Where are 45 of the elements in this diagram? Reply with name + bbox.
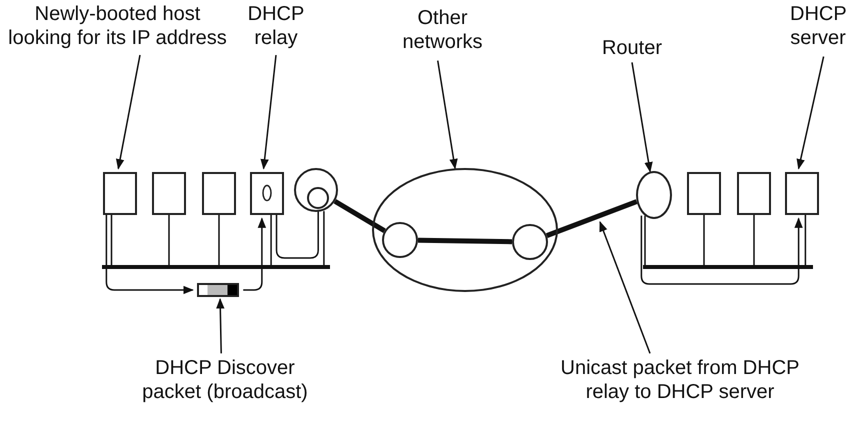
networks-caption: Other networks [395, 6, 490, 58]
leader-line [216, 298, 224, 354]
connection-line [218, 215, 220, 265]
network-bus [643, 265, 813, 269]
host-box [687, 172, 721, 215]
packet-symbol [197, 283, 239, 297]
router-caption: Router [598, 36, 666, 60]
relay-caption: DHCP relay [245, 2, 307, 54]
leader-line [796, 56, 824, 170]
connection-line [110, 215, 112, 265]
network-cloud-ellipse [372, 168, 558, 292]
connection-line [276, 210, 319, 259]
arrow [640, 216, 803, 285]
server-box [785, 172, 819, 215]
server-caption: DHCP server [790, 2, 846, 54]
network-bus [102, 265, 330, 269]
leader-line [599, 221, 651, 354]
discover-caption: DHCP Discover packet (broadcast) [130, 356, 320, 408]
leader-line [260, 54, 277, 170]
connection-line [703, 215, 705, 265]
host-box [737, 172, 771, 215]
router-circle [382, 222, 418, 258]
relay-box [250, 172, 284, 215]
host-box [103, 172, 137, 215]
router-circle [512, 224, 548, 260]
unicast-caption: Unicast packet from DHCP relay to DHCP server [555, 356, 805, 408]
host-box [202, 172, 236, 215]
connection-line [753, 215, 755, 265]
router-circle [636, 171, 672, 219]
host-box [152, 172, 186, 215]
connection-line [804, 215, 806, 265]
leader-line [631, 62, 653, 173]
connection-line [644, 216, 646, 265]
network-link [334, 199, 386, 233]
network-link [418, 238, 512, 244]
network-link [546, 199, 638, 238]
leader-line [116, 54, 141, 170]
arrow [106, 215, 194, 294]
connection-line [168, 215, 170, 265]
connection-line [323, 211, 325, 265]
leader-line [437, 60, 458, 170]
arrow [243, 217, 266, 291]
host-caption: Newly-booted host looking for its IP address [5, 2, 230, 54]
router-circle [294, 168, 338, 212]
connection-line [270, 215, 272, 265]
